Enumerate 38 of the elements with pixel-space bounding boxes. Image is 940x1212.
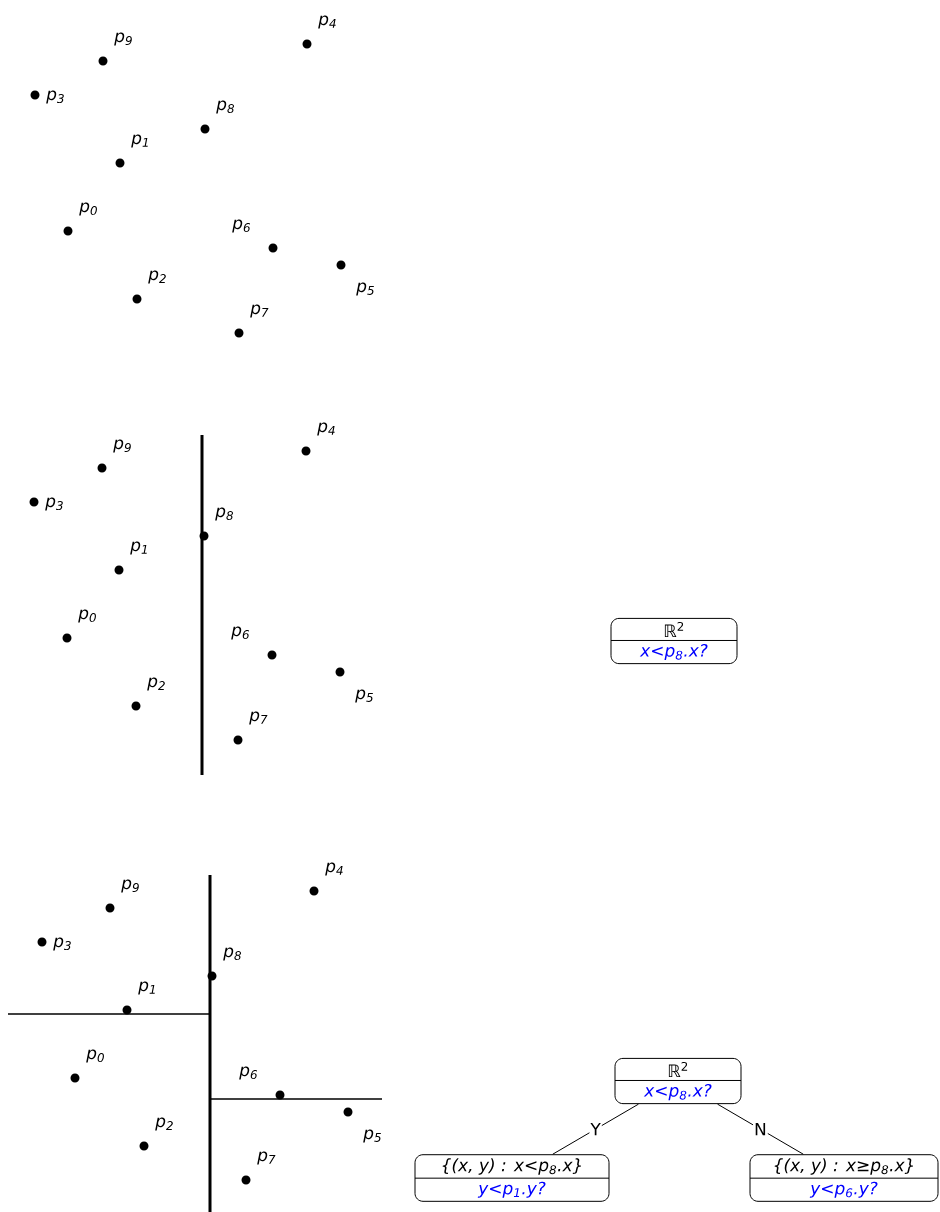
point-label: p$_{2}$ xyxy=(155,1117,173,1131)
point-label: p$_{9}$ xyxy=(113,439,131,453)
point-label: p$_{1}$ xyxy=(138,981,155,995)
point-label: p$_{8}$ xyxy=(215,507,234,521)
edge-label: Y xyxy=(590,1123,601,1136)
point-label: p$_{3}$ xyxy=(45,497,63,511)
tree-edge xyxy=(717,1103,804,1155)
tree-node-box: {(x, y) : x≥p$_{8}$.x} y<p$_{6}$.y? xyxy=(749,1154,939,1202)
point-label: p$_{7}$ xyxy=(257,1151,276,1165)
point-label: p$_{0}$ xyxy=(78,609,96,623)
tree-node-box: ℝ$^{2}$ x<p$_{8}$.x? xyxy=(614,1057,742,1105)
point-label: p$_{0}$ xyxy=(79,202,97,216)
point-label: p$_{6}$ xyxy=(231,626,250,640)
point-label: p$_{9}$ xyxy=(114,32,132,46)
point-label: p$_{2}$ xyxy=(147,677,165,691)
point-label: p$_{5}$ xyxy=(355,689,373,703)
point-label: p$_{9}$ xyxy=(121,879,139,893)
point-label: p$_{8}$ xyxy=(216,100,235,114)
point-label: p$_{3}$ xyxy=(46,90,64,104)
point-label: p$_{0}$ xyxy=(86,1049,104,1063)
point-label: p$_{2}$ xyxy=(148,270,166,284)
point-label: p$_{4}$ xyxy=(318,15,336,29)
tree-edge xyxy=(552,1103,639,1155)
point-label: p$_{5}$ xyxy=(356,282,374,296)
point-label: p$_{1}$ xyxy=(130,541,147,555)
point-label: p$_{6}$ xyxy=(232,219,251,233)
point-label: p$_{8}$ xyxy=(223,947,242,961)
point-label: p$_{6}$ xyxy=(239,1066,258,1080)
point-label: p$_{1}$ xyxy=(131,134,148,148)
point-label: p$_{3}$ xyxy=(53,937,71,951)
edge-label: N xyxy=(755,1123,766,1136)
point-label: p$_{4}$ xyxy=(325,862,343,876)
point-label: p$_{5}$ xyxy=(363,1129,381,1143)
point-label: p$_{7}$ xyxy=(249,711,268,725)
point-label: p$_{4}$ xyxy=(317,422,335,436)
point-label: p$_{7}$ xyxy=(250,304,269,318)
tree-node-box: ℝ$^{2}$ x<p$_{8}$.x? xyxy=(610,617,738,665)
tree-node-box: {(x, y) : x<p$_{8}$.x} y<p$_{1}$.y? xyxy=(414,1154,610,1202)
